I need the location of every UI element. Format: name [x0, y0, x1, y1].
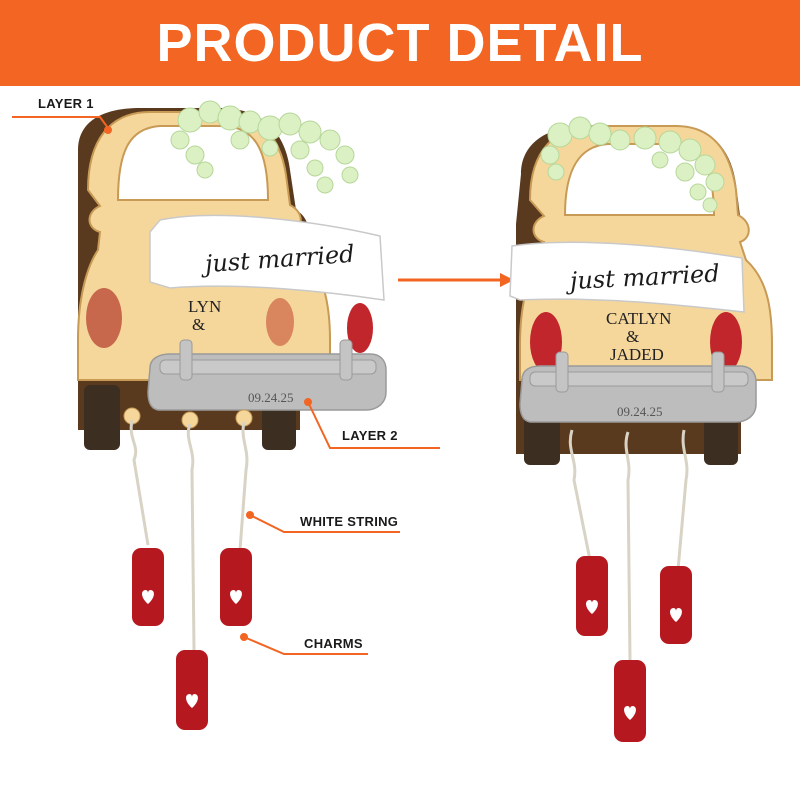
right-product-view: just married CATLYN & JADED 09.24.25: [509, 116, 773, 742]
charm-left-2: [220, 548, 252, 626]
callout-charms: CHARMS: [304, 636, 363, 651]
right-flower-garland: [540, 116, 725, 213]
charm-left-1: [132, 548, 164, 626]
left-tire: [84, 385, 120, 450]
arrow-right-icon: [398, 273, 514, 287]
bumper-bar: [159, 359, 377, 375]
just-married-ribbon: [149, 214, 385, 301]
callout-layer2: LAYER 2: [342, 428, 398, 443]
left-product-view: just married LYN & 09.24.25: [77, 100, 387, 730]
flower-garland: [170, 100, 359, 194]
callout-white-string: WHITE STRING: [300, 514, 399, 529]
header-banner: PRODUCT DETAIL: [0, 0, 800, 86]
names-line1-partial: LYN: [188, 297, 221, 316]
page-title: PRODUCT DETAIL: [156, 13, 644, 73]
charm-right-2: [660, 566, 692, 644]
right-ribbon: [509, 241, 745, 313]
callout-layer1: LAYER 1: [38, 96, 94, 111]
date-text-left: 09.24.25: [248, 390, 294, 405]
names-ampersand: &: [192, 315, 205, 334]
inner-tail-light: [266, 298, 294, 346]
right-view-left-light: [530, 312, 562, 372]
callout-lines: [12, 116, 440, 655]
white-strings-left: [129, 419, 249, 651]
white-strings-right: [568, 429, 689, 661]
right-tail-light: [347, 303, 373, 353]
left-tail-light: [86, 288, 122, 348]
names-line3: JADED: [610, 345, 664, 364]
charm-right-1: [576, 556, 608, 636]
names-line2: &: [626, 327, 639, 346]
names-line1: CATLYN: [606, 309, 671, 328]
charm-left-3: [176, 650, 208, 730]
charm-right-3: [614, 660, 646, 742]
date-text-right: 09.24.25: [617, 404, 663, 419]
